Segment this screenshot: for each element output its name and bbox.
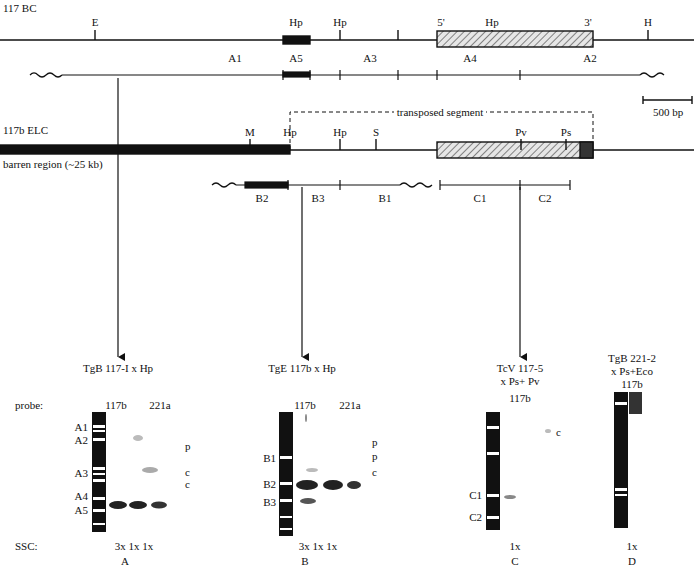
figure-label: A2: [75, 434, 88, 446]
blot-b: [279, 412, 361, 536]
map-117bc: [0, 30, 694, 47]
figure-label: M: [245, 126, 255, 138]
figure-label: A4: [75, 490, 88, 502]
fragments-bc: [212, 180, 570, 190]
scale-bar: [643, 96, 692, 104]
blot-d: [614, 392, 642, 528]
figure-label: x Ps+Eco: [611, 365, 653, 377]
figure-label: A1: [75, 421, 88, 433]
figure-label: 3': [584, 16, 591, 28]
figure-label: SSC:: [15, 540, 38, 552]
figure-label: TgB 221-2: [608, 352, 656, 364]
figure-label: 117b: [294, 399, 316, 411]
figure-label: D: [628, 555, 636, 567]
figure-label: B1: [379, 192, 392, 204]
figure-label: C1: [474, 192, 487, 204]
figure-label: c: [185, 478, 190, 490]
figure-label: transposed segment: [394, 106, 486, 118]
figure-label: p: [185, 440, 191, 452]
figure-label: c: [556, 426, 561, 438]
figure-label: 117b ELC: [3, 124, 48, 136]
figure-label: A3: [363, 52, 376, 64]
figure-label: 1x: [627, 540, 638, 552]
figure-label: 1x: [510, 540, 521, 552]
figure-label: 500 bp: [653, 106, 683, 118]
figure-label: B1: [263, 452, 276, 464]
figure-label: A3: [75, 467, 88, 479]
blot-c: [486, 412, 551, 530]
figure-label: p: [372, 450, 378, 462]
figure-label: Pv: [515, 126, 527, 138]
figure-label: C1: [469, 489, 482, 501]
figure-label: TcV 117-5: [497, 362, 544, 374]
figure-label: B: [301, 555, 308, 567]
figure-label: x Ps+ Pv: [500, 375, 539, 387]
map-117b-elc: [0, 112, 694, 158]
figure-label: A1: [228, 52, 241, 64]
figure-label: B3: [312, 192, 325, 204]
figure-label: 3x 1x 1x: [299, 540, 338, 552]
figure-label: Hp: [333, 16, 346, 28]
figure-label: Hp: [333, 126, 346, 138]
figure-label: Hp: [289, 16, 302, 28]
figure-label: C2: [469, 511, 482, 523]
figure-label: Ps: [561, 126, 571, 138]
figure-label: B3: [263, 496, 276, 508]
figure-label: C: [511, 555, 518, 567]
figure-label: B2: [256, 192, 269, 204]
figure-label: 221a: [339, 399, 360, 411]
fragments-a: [30, 70, 664, 80]
figure-label: 117b: [105, 399, 127, 411]
figure-label: C2: [539, 192, 552, 204]
figure-label: E: [92, 16, 99, 28]
figure-label: barren region (~25 kb): [3, 158, 103, 170]
figure-label: A5: [75, 504, 88, 516]
figure-label: 117b: [621, 378, 643, 390]
figure-label: B2: [263, 478, 276, 490]
figure-label: 117b: [509, 392, 531, 404]
figure-label: 221a: [149, 399, 170, 411]
figure-label: A5: [289, 52, 302, 64]
figure-label: S: [373, 126, 379, 138]
pointer-arrows: [118, 78, 520, 357]
figure-label: A2: [583, 52, 596, 64]
figure-label: Hp: [283, 126, 296, 138]
figure-label: 3x 1x 1x: [115, 540, 154, 552]
figure-label: 5': [437, 16, 444, 28]
figure-label: probe:: [15, 399, 43, 411]
figure-label: A4: [463, 52, 476, 64]
figure-label: Hp: [485, 16, 498, 28]
blot-a: [92, 412, 167, 532]
figure-label: H: [644, 16, 652, 28]
figure-label: TgE 117b x Hp: [268, 362, 336, 374]
figure-label: A: [121, 555, 129, 567]
figure-label: TgB 117-I x Hp: [83, 362, 153, 374]
figure-label: c: [372, 466, 377, 478]
figure-label: p: [372, 436, 378, 448]
figure-label: c: [185, 466, 190, 478]
figure-label: 117 BC: [3, 2, 37, 14]
